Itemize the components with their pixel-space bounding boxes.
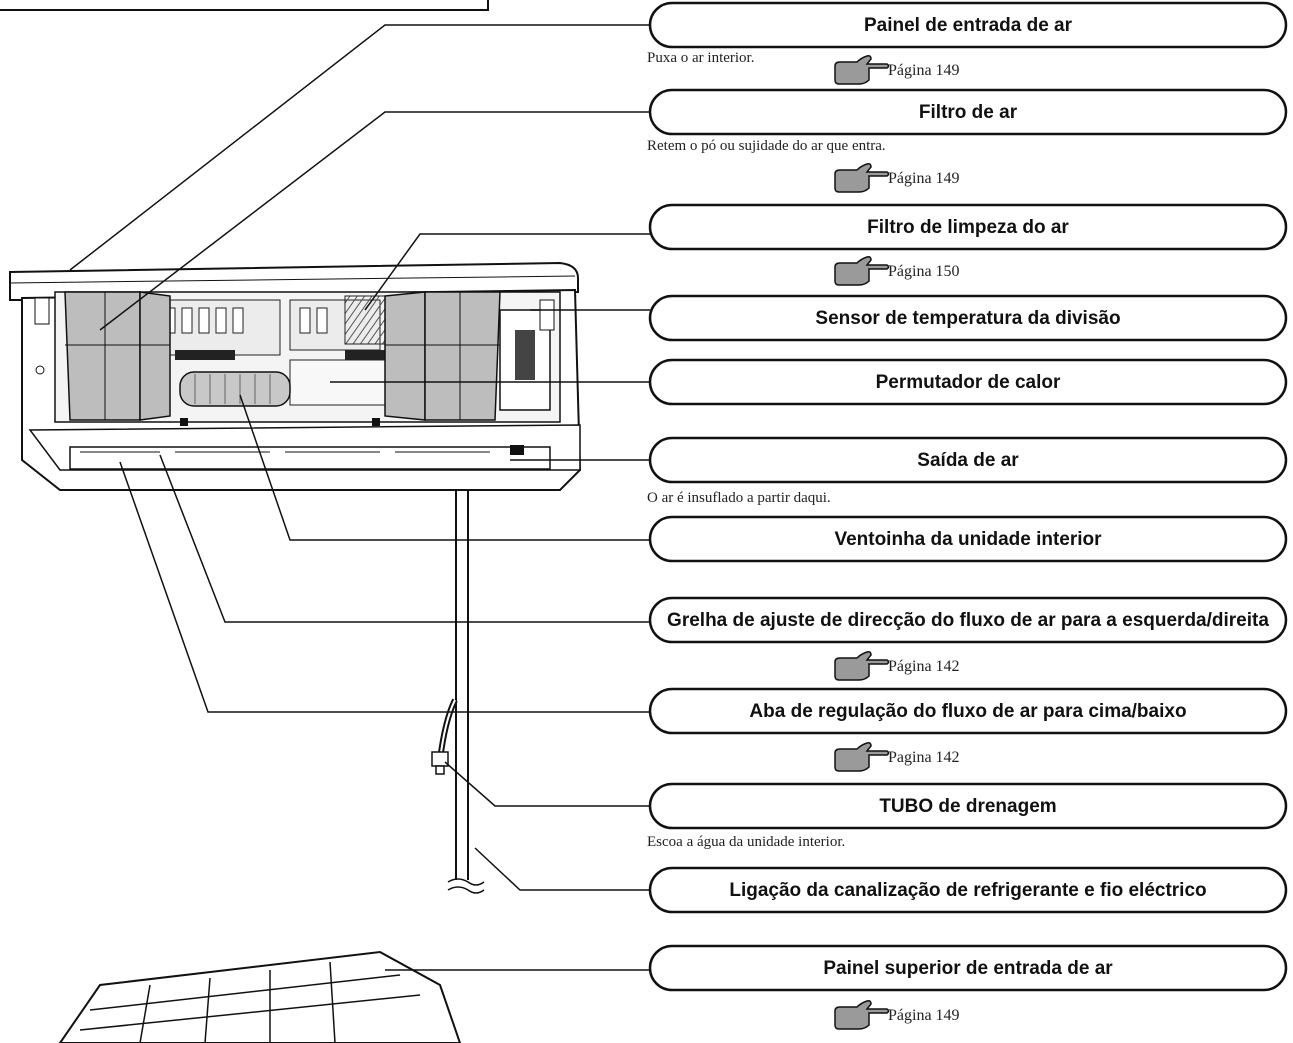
pointing-hand-icon: [834, 163, 890, 193]
label-description: Retem o pó ou sujidade do ar que entra.: [647, 138, 886, 154]
label-description: Escoa a água da unidade interior.: [647, 834, 845, 850]
page-reference: Página 149: [888, 62, 960, 79]
label-text: Aba de regulação do fluxo de ar para cim…: [749, 701, 1186, 722]
page-frame-fragment: [0, 0, 489, 11]
page-reference: Página 149: [888, 170, 960, 187]
label-text: Ligação da canalização de refrigerante e…: [729, 880, 1206, 901]
label-box: [648, 294, 1288, 342]
page-reference: Página 142: [888, 658, 960, 675]
pointing-hand-icon: [834, 256, 890, 286]
pointing-hand-icon: [834, 651, 890, 681]
label-saida-ar: Saída de ar O ar é insuflado a partir daq…: [647, 436, 1288, 506]
label-text: Filtro de ar: [919, 102, 1018, 123]
label-box: [648, 866, 1288, 914]
leader-lines: [69, 24, 650, 971]
label-box: [648, 782, 1288, 830]
label-box: [648, 515, 1288, 563]
pointing-hand-icon: [834, 1000, 890, 1030]
labels-layer: Painel de entrada de ar Puxa o ar interio…: [647, 1, 1288, 1030]
label-text: TUBO de drenagem: [879, 796, 1056, 817]
page-reference: Página 149: [888, 1007, 960, 1024]
label-box: [648, 358, 1288, 406]
label-box: [648, 436, 1288, 484]
pointing-hand-icon: [834, 55, 890, 85]
label-description: Puxa o ar interior.: [647, 50, 754, 66]
label-description: O ar é insuflado a partir daqui.: [647, 490, 831, 506]
label-text: Saída de ar: [917, 450, 1019, 471]
label-text: Ventoinha da unidade interior: [834, 529, 1102, 550]
label-sensor-temperatura: Sensor de temperatura da divisão: [648, 294, 1288, 342]
label-filtro-ar: Filtro de ar Retem o pó ou sujidade do ar…: [647, 88, 1288, 193]
label-text: Grelha de ajuste de direcção do fluxo de…: [667, 610, 1269, 631]
label-text: Permutador de calor: [876, 372, 1061, 393]
label-ligacao-canalizacao: Ligação da canalização de refrigerante e…: [648, 866, 1288, 914]
label-painel-entrada-ar: Painel de entrada de ar Puxa o ar interio…: [647, 1, 1288, 85]
label-text: Painel superior de entrada de ar: [823, 958, 1113, 979]
drain-pipe-illustration: [437, 490, 485, 894]
label-box: [648, 1, 1288, 49]
label-box: [648, 203, 1288, 251]
page-reference: Pagina 142: [888, 749, 960, 766]
label-box: [648, 944, 1288, 992]
upper-panel-illustration: [58, 950, 462, 1043]
label-text: Painel de entrada de ar: [864, 15, 1073, 36]
label-box: [648, 687, 1288, 735]
label-text: Sensor de temperatura da divisão: [815, 308, 1120, 329]
label-box: [648, 596, 1288, 644]
indoor-unit-illustration: [9, 261, 582, 491]
label-permutador-calor: Permutador de calor: [648, 358, 1288, 406]
label-aba-regulacao: Aba de regulação do fluxo de ar para cim…: [648, 687, 1288, 772]
pointing-hand-icon: [834, 742, 890, 772]
label-grelha-ajuste: Grelha de ajuste de direcção do fluxo de…: [648, 596, 1288, 681]
label-painel-superior: Painel superior de entrada de ar Página 1…: [648, 944, 1288, 1030]
label-box: [648, 88, 1288, 136]
page-reference: Página 150: [888, 263, 960, 280]
label-text: Filtro de limpeza do ar: [867, 217, 1069, 238]
label-ventoinha: Ventoinha da unidade interior: [648, 515, 1288, 563]
label-filtro-limpeza: Filtro de limpeza do ar Página 150: [648, 203, 1288, 286]
